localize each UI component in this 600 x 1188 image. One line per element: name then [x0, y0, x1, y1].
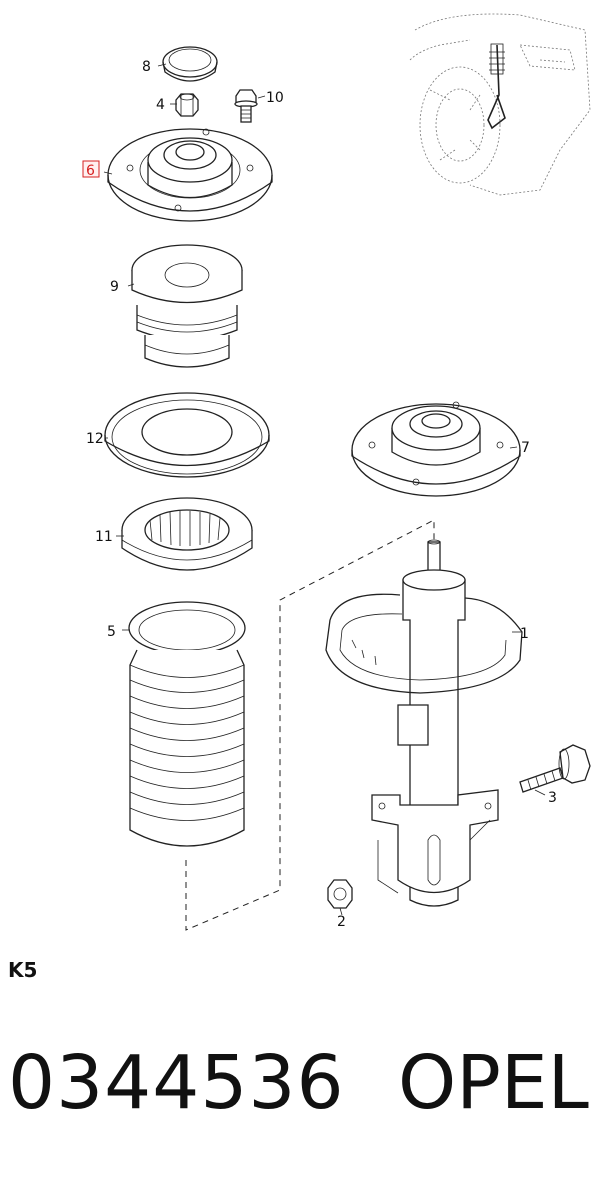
leader-lines: [103, 63, 546, 916]
callout-12: 12: [86, 431, 104, 447]
callout-5: 5: [107, 624, 116, 640]
exploded-parts-diagram: 8 4 10 6 9 12 7 11 5 1 3 2: [82, 13, 591, 931]
assembly-guide-line: [185, 519, 435, 931]
seal-ring-part: [104, 392, 270, 478]
bearing-part: [121, 497, 253, 571]
part-number: 0344536: [8, 1040, 345, 1126]
callout-9: 9: [110, 279, 119, 295]
top-bolt-part: [234, 89, 258, 123]
section-code: K5: [8, 958, 38, 982]
callout-10: 10: [266, 90, 284, 106]
strut-part: [325, 539, 523, 907]
car-context-sketch: [409, 13, 591, 196]
callout-4: 4: [156, 97, 165, 113]
bottom-nut-part: [327, 879, 353, 909]
callout-highlight-box: [82, 160, 100, 178]
callout-labels: 8 4 10 6 9 12 7 11 5 1 3 2: [82, 59, 557, 930]
callout-7: 7: [521, 440, 530, 456]
brand-name: OPEL: [398, 1040, 589, 1126]
mount-left-part: [107, 128, 273, 222]
callout-1: 1: [520, 626, 529, 642]
cap-part: [162, 46, 218, 82]
callout-2: 2: [337, 914, 346, 930]
callout-6: 6: [86, 163, 95, 179]
top-nut-part: [175, 93, 199, 117]
callout-11: 11: [95, 529, 113, 545]
bottom-bolt-part: [519, 744, 591, 793]
callout-8: 8: [142, 59, 151, 75]
bump-stop-part: [131, 244, 243, 368]
boot-part: [128, 601, 246, 847]
callout-3: 3: [548, 790, 557, 806]
mount-right-part: [351, 401, 521, 497]
